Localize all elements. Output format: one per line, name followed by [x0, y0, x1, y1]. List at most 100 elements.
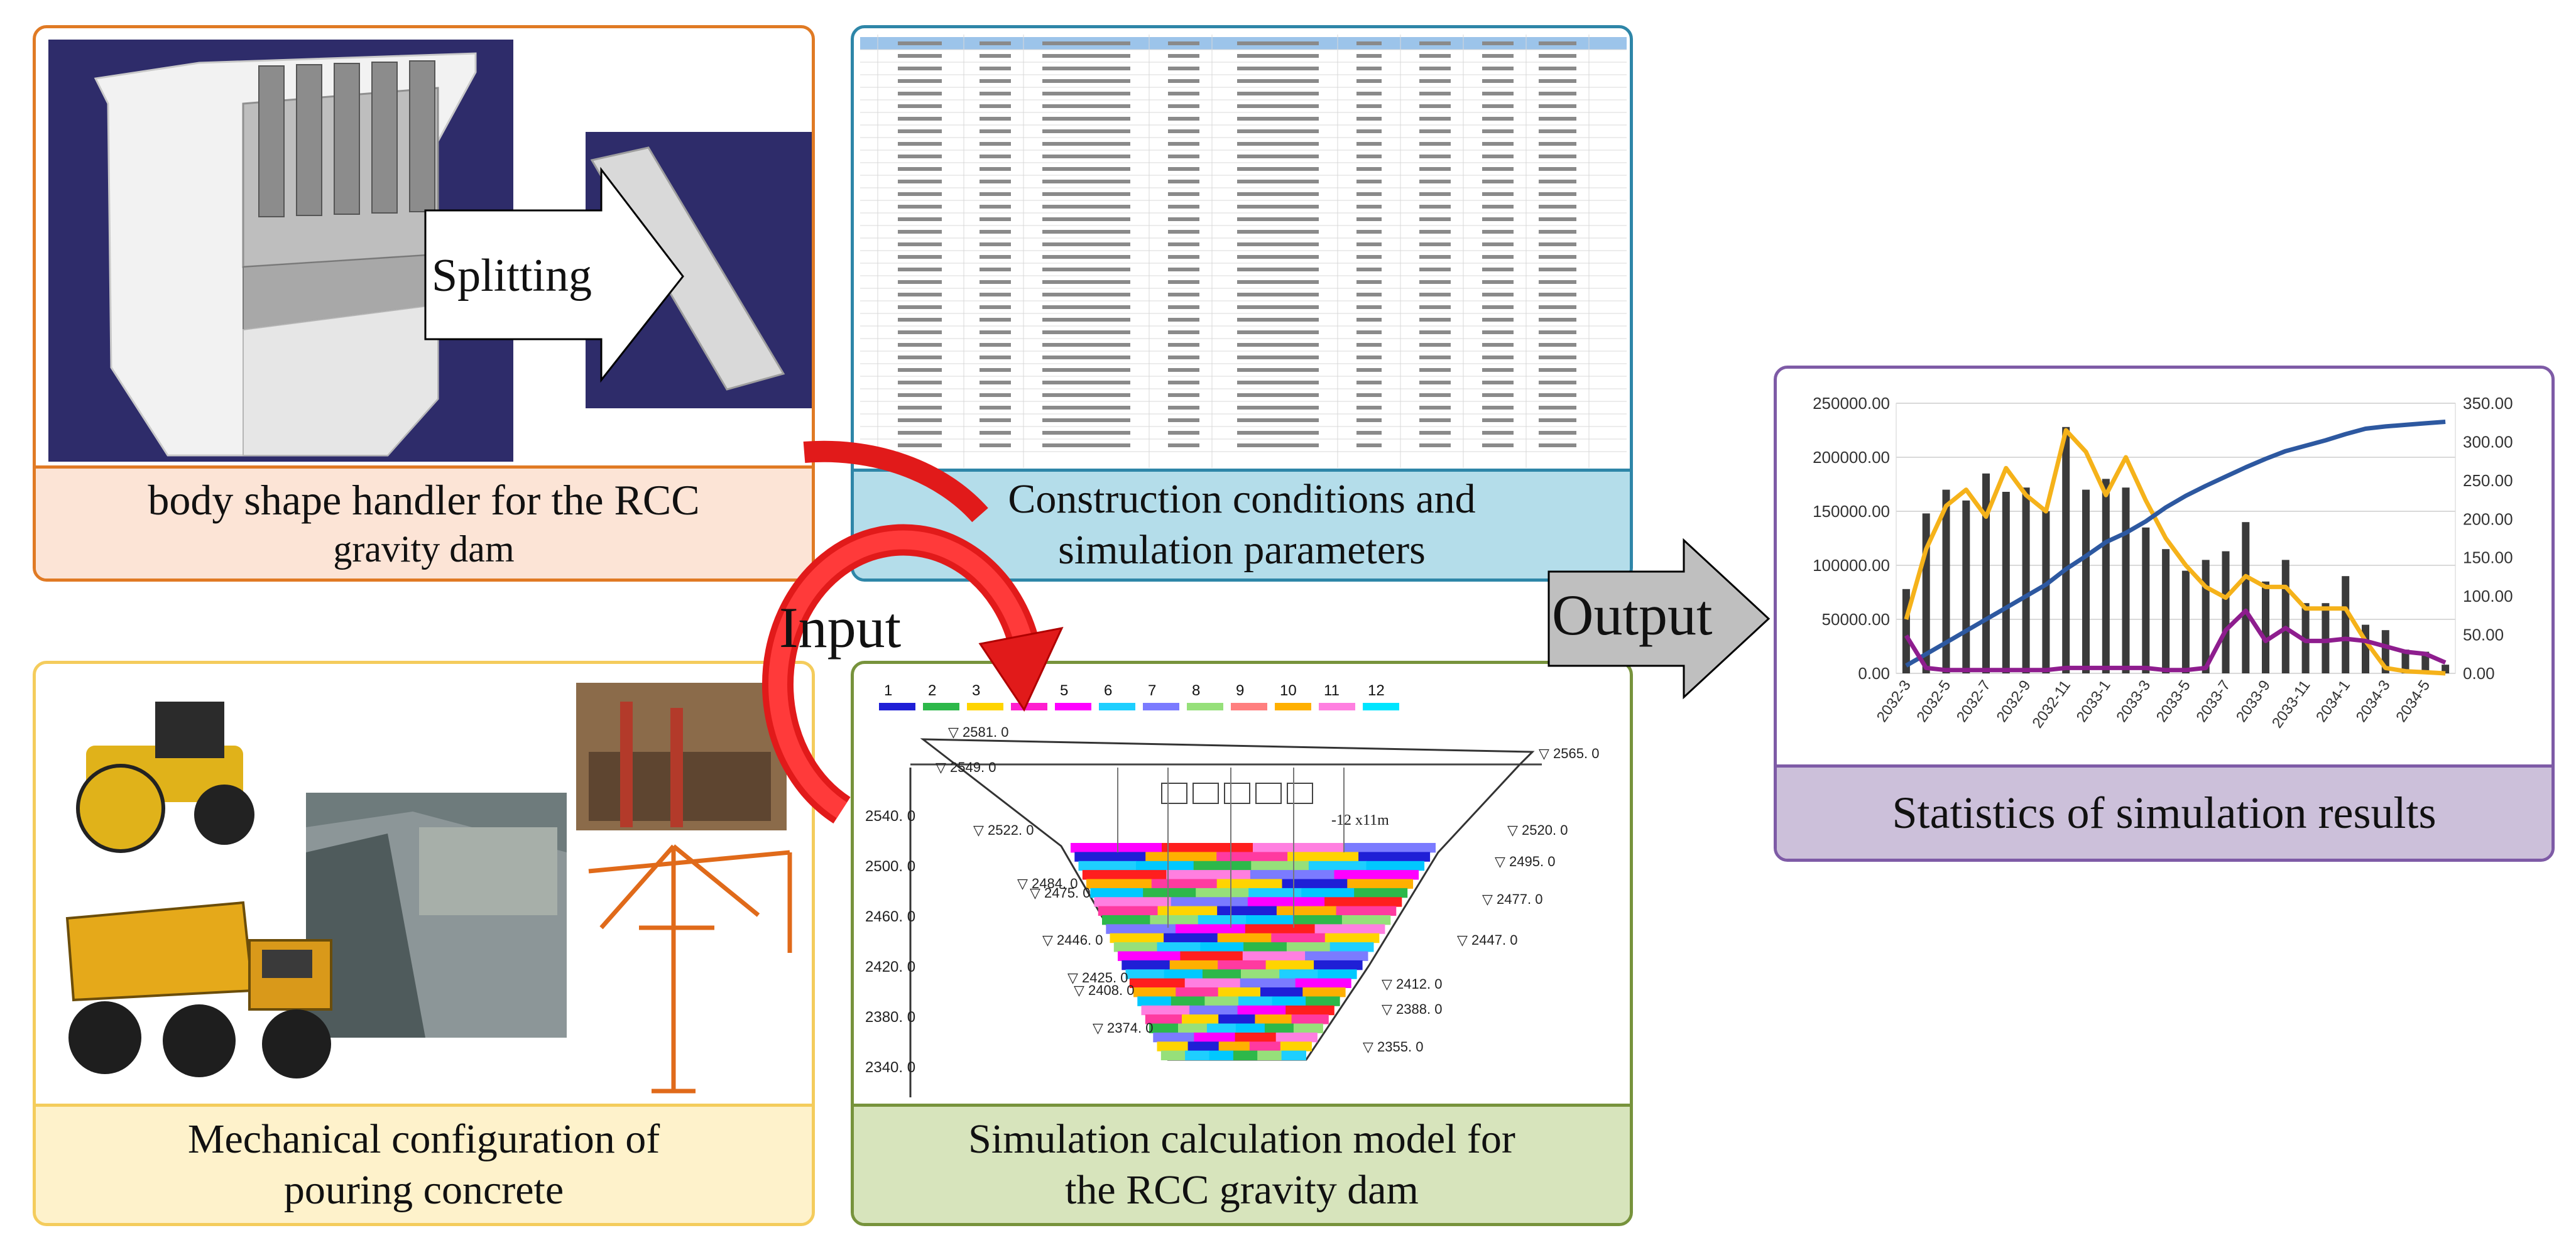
dam-body-figure: Splitting [48, 40, 812, 462]
placement-layer [1218, 987, 1261, 997]
elevation-label: ▽ 2374. 0 [1093, 1020, 1153, 1036]
placement-layer [1184, 978, 1241, 988]
placement-layer [1178, 1023, 1208, 1033]
placement-layer [1250, 870, 1335, 880]
dam-lower-face [243, 303, 439, 456]
elevation-label: ▽ 2520. 0 [1507, 822, 1568, 838]
legend-swatch [879, 703, 915, 710]
layer-legend: 123456789101112 [879, 682, 1399, 710]
placement-layer [1294, 915, 1343, 925]
placement-layer [1113, 942, 1158, 952]
placement-layer [1265, 960, 1315, 970]
placement-layer [1218, 1041, 1250, 1051]
placement-layer [1090, 888, 1144, 898]
bar [2082, 489, 2090, 673]
elevation-label: ▽ 2355. 0 [1363, 1039, 1423, 1055]
placement-layer [1110, 933, 1165, 943]
elevation-label: ▽ 2581. 0 [948, 724, 1008, 740]
series-line [1905, 420, 2446, 668]
legend-number: 2 [928, 682, 936, 699]
y-left-tick-label: 250000.00 [1813, 394, 1890, 413]
results-caption: Statistics of simulation results [1777, 764, 2551, 859]
placement-layer [1358, 852, 1431, 862]
placement-layer [1071, 843, 1162, 853]
placement-layer [1216, 852, 1289, 862]
legend-number: 6 [1104, 682, 1112, 699]
placement-layer [1324, 897, 1402, 907]
placement-layer [1281, 1050, 1306, 1060]
body-shape-caption-line1: body shape handler for the RCC [148, 476, 700, 524]
placement-layer [1133, 987, 1177, 997]
placement-layer [1136, 861, 1194, 871]
bar [2102, 479, 2110, 673]
placement-layer [1285, 1005, 1334, 1016]
placement-layer [1098, 906, 1159, 916]
placement-layer [1166, 870, 1251, 880]
split-arrow-shape [424, 166, 684, 383]
placement-layer [1275, 1032, 1318, 1043]
y-right-tick-label: 300.00 [2463, 432, 2513, 451]
body-shape-caption: body shape handler for the RCC gravity d… [36, 465, 812, 579]
model-caption: Simulation calculation model for the RCC… [854, 1104, 1630, 1223]
model-caption-line1: Simulation calculation model for [968, 1116, 1515, 1162]
elevation-labels: ▽ 2565. 0▽ 2549. 0▽ 2522. 0▽ 2520. 0▽ 24… [936, 724, 1599, 1055]
y-right-tick-label: 200.00 [2463, 509, 2513, 528]
y-right-tick-label: 100.00 [2463, 587, 2513, 606]
placement-layer [1150, 915, 1199, 925]
placement-layer [1189, 1005, 1238, 1016]
elevation-label: ▽ 2447. 0 [1457, 932, 1517, 948]
results-chart: 0.0050000.00100000.00150000.00200000.002… [1813, 394, 2513, 731]
placement-layer [1305, 951, 1368, 961]
placement-layer [1102, 915, 1151, 925]
placement-layer [1260, 987, 1304, 997]
placement-layer [1086, 879, 1152, 889]
placement-layer [1344, 843, 1436, 853]
bar [2062, 426, 2070, 673]
output-label: Output [1552, 583, 1713, 647]
placement-layer [1354, 888, 1408, 898]
placement-layer [1106, 924, 1177, 934]
placement-layer [1204, 996, 1239, 1006]
placement-layer [1217, 906, 1277, 916]
placement-layer [1094, 897, 1172, 907]
conditions-caption-line2: simulation parameters [1058, 527, 1426, 573]
legend-swatch [1099, 703, 1135, 710]
y-right-tick-label: 350.00 [2463, 394, 2513, 413]
placement-layer [1193, 861, 1252, 871]
placement-layer [1202, 969, 1242, 979]
placement-layer [1218, 1014, 1256, 1024]
y-tick-label: 2460. 0 [865, 908, 915, 925]
model-annotation: -12 x11m [1331, 812, 1389, 829]
placement-layer [1240, 978, 1296, 988]
placement-layer [1235, 1032, 1277, 1043]
placement-layer [1272, 996, 1307, 1006]
placement-layer [1145, 852, 1218, 862]
bar [2042, 511, 2050, 673]
placement-layer [1257, 1050, 1282, 1060]
placement-layer [1176, 924, 1246, 934]
placement-layer [1122, 960, 1171, 970]
bar [2342, 576, 2350, 673]
placement-layer [1276, 906, 1337, 916]
placement-layer [1180, 951, 1243, 961]
results-caption-text: Statistics of simulation results [1892, 787, 2437, 838]
gate-boxes [1161, 783, 1313, 804]
bar [2222, 551, 2230, 673]
placement-layer [1129, 978, 1186, 988]
legend-number: 8 [1192, 682, 1200, 699]
placement-layer [1078, 861, 1137, 871]
y-tick-label: 2540. 0 [865, 808, 915, 825]
bar [2322, 603, 2330, 673]
placement-layer [1187, 1041, 1220, 1051]
placement-layer [1171, 897, 1248, 907]
placement-layer [1118, 951, 1181, 961]
legend-number: 10 [1280, 682, 1297, 699]
bar [2022, 487, 2030, 673]
placement-layer [1241, 969, 1280, 979]
bar [2262, 581, 2269, 673]
placement-layer [1251, 861, 1309, 871]
bar [2301, 603, 2310, 673]
